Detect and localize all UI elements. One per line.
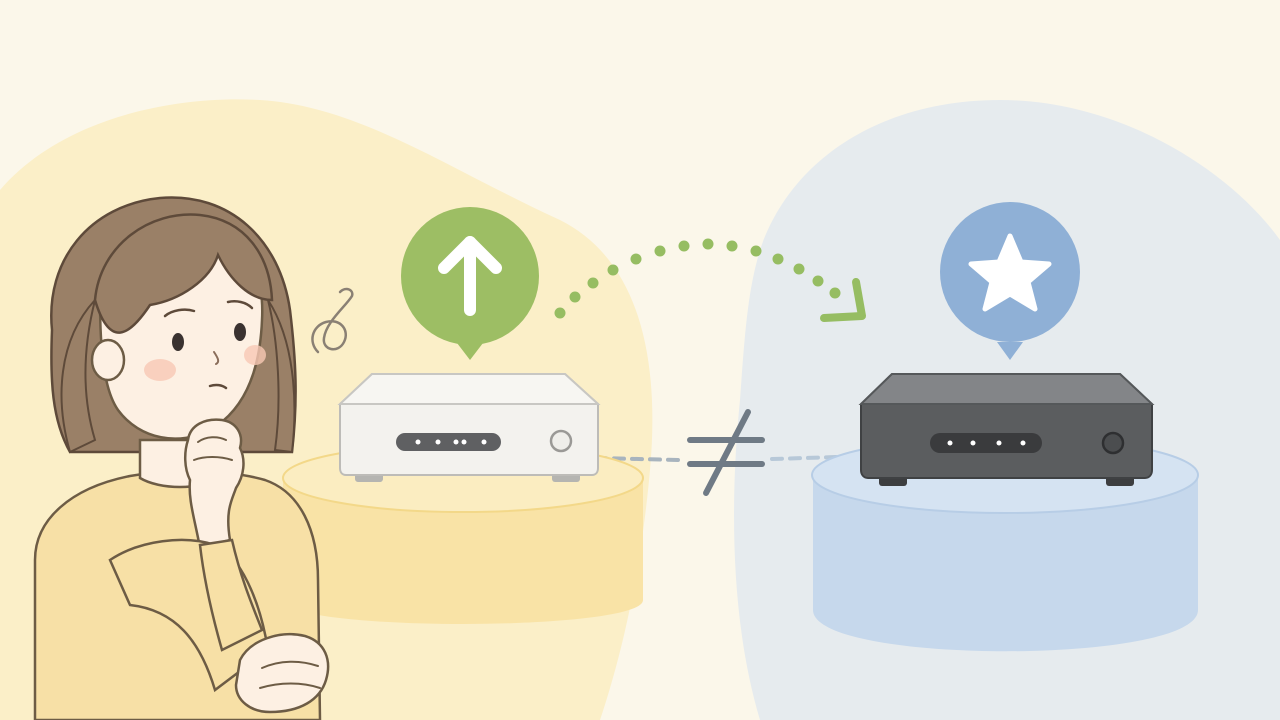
- thought-squiggle: [311, 287, 354, 354]
- chin-hand: [184, 418, 245, 550]
- status-light: [461, 439, 467, 445]
- connector-line-left: [594, 456, 682, 462]
- arrow-head-icon: [820, 278, 866, 322]
- favorite-badge: [940, 202, 1080, 360]
- white-device: [337, 373, 601, 482]
- status-light: [415, 439, 421, 445]
- star-icon: [968, 233, 1052, 312]
- status-light: [453, 439, 459, 445]
- thinking-person: [33, 196, 354, 720]
- status-light: [481, 439, 487, 445]
- upgrade-badge: [401, 207, 539, 360]
- hair-fringe: [93, 213, 274, 334]
- arrow-up-icon: [438, 236, 502, 316]
- transition-arrow: [554, 238, 866, 322]
- left-eye: [172, 333, 184, 351]
- not-equal-icon: [687, 409, 765, 496]
- status-light: [996, 440, 1002, 446]
- power-button: [1101, 431, 1125, 455]
- status-light: [1020, 440, 1026, 446]
- right-eye: [234, 323, 246, 341]
- status-light: [970, 440, 976, 446]
- power-button: [549, 429, 573, 453]
- status-light: [947, 440, 953, 446]
- status-light: [435, 439, 441, 445]
- crossed-arm-hand: [234, 633, 330, 714]
- dark-device: [858, 373, 1155, 486]
